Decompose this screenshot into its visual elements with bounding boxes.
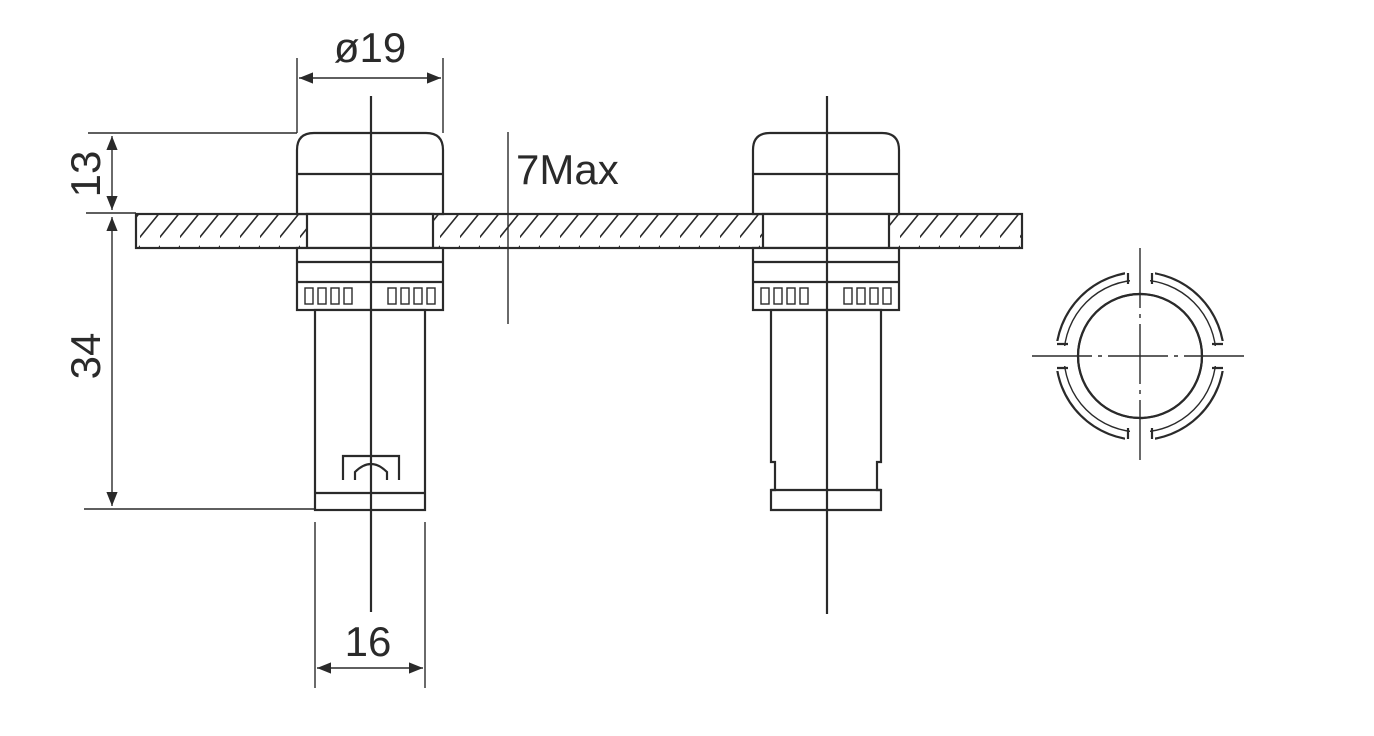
- dimension-top-height: 13: [62, 132, 297, 214]
- dimension-body-height: 34: [62, 217, 315, 510]
- dimension-body-width: 16: [314, 522, 426, 688]
- nut-teeth-left: [304, 287, 436, 305]
- top-height-label: 13: [62, 151, 109, 198]
- indicator-top-view: [1032, 248, 1248, 464]
- max-thickness-label: 7Max: [516, 146, 619, 193]
- dimension-diameter: ø19: [296, 24, 444, 133]
- dimension-panel-thickness: 7Max: [507, 132, 619, 324]
- diameter-label: ø19: [334, 24, 406, 71]
- nut-teeth-middle: [760, 287, 892, 305]
- body-height-label: 34: [62, 333, 109, 380]
- body-width-label: 16: [345, 618, 392, 665]
